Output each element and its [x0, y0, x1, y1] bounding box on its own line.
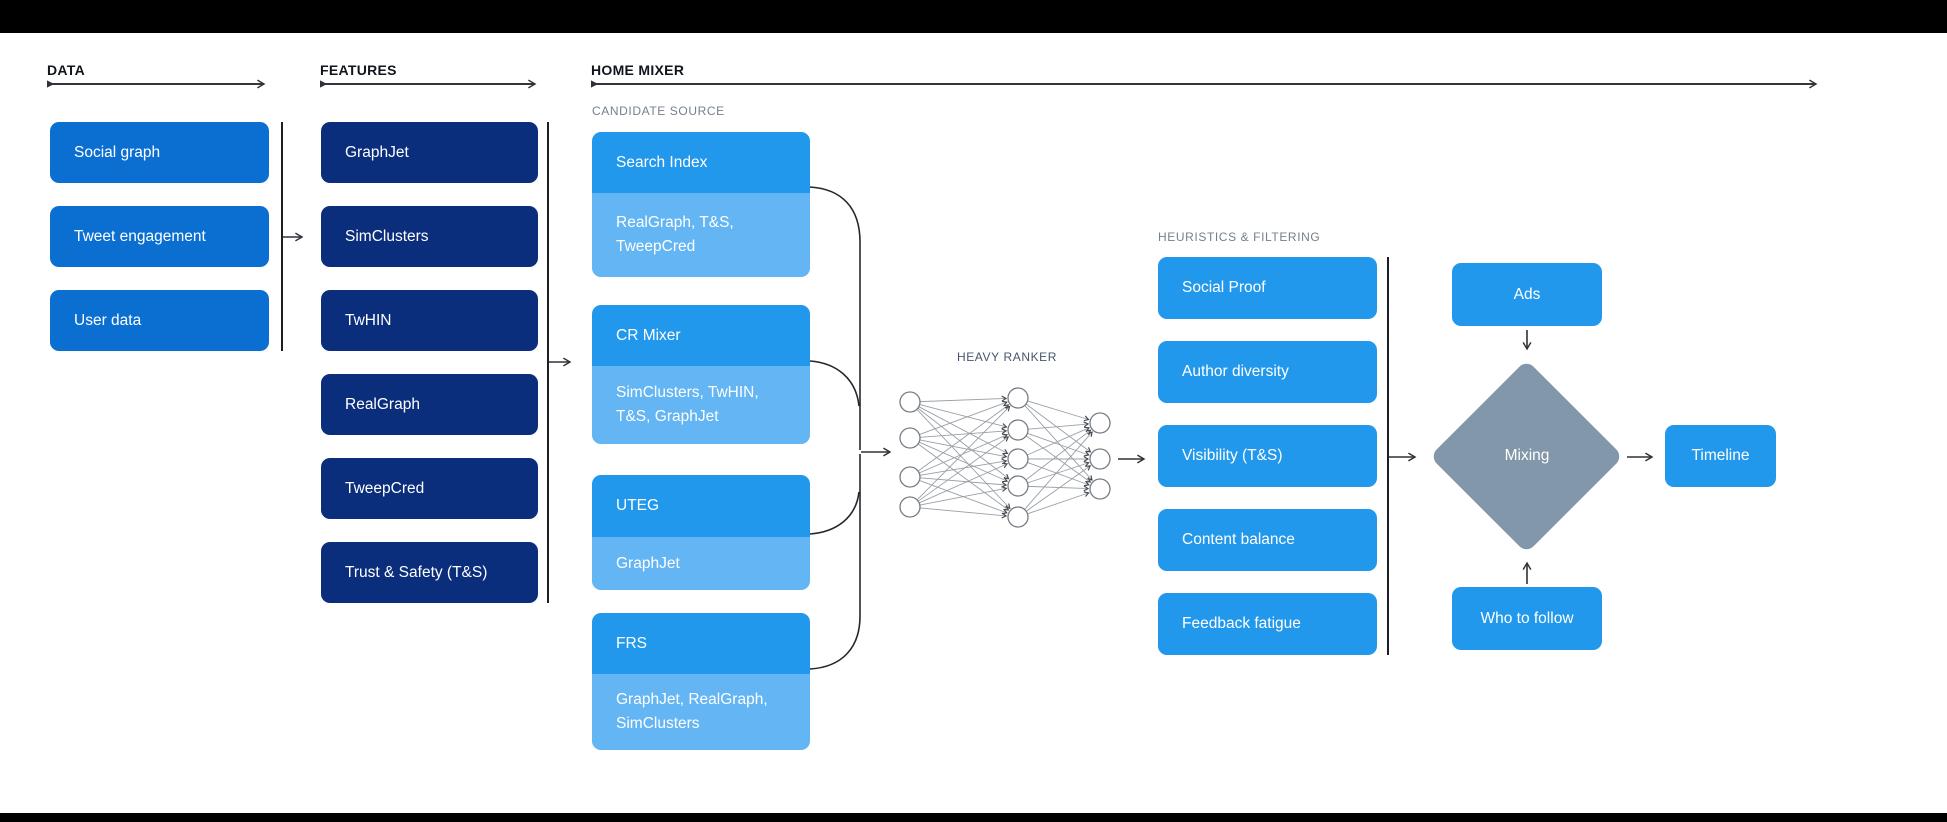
node-feedback-fatigue: Feedback fatigue — [1158, 593, 1377, 655]
connector-search-index — [809, 186, 861, 450]
node-frs-features: GraphJet, RealGraph, SimClusters — [592, 674, 810, 750]
node-simclusters: SimClusters — [321, 206, 538, 267]
nn-node — [1089, 448, 1111, 470]
nn-node — [1089, 412, 1111, 434]
nn-edge — [919, 480, 1008, 515]
nn-edge — [919, 404, 1008, 429]
nn-edge — [919, 507, 1008, 519]
nn-edge — [919, 428, 1008, 438]
node-cr-mixer: CR Mixer — [592, 305, 810, 366]
node-uteg: UTEG — [592, 475, 810, 537]
nn-edge — [1027, 432, 1090, 457]
nn-node — [899, 496, 921, 518]
nn-node — [899, 466, 921, 488]
nn-edge — [918, 406, 1009, 455]
node-timeline: Timeline — [1665, 425, 1776, 487]
nn-edge — [918, 462, 1009, 504]
label-candidate-source: CANDIDATE SOURCE — [592, 104, 725, 118]
connector-cr-mixer — [809, 360, 860, 407]
nn-edge — [1027, 461, 1090, 484]
nn-edge — [1027, 400, 1090, 422]
nn-edge — [1027, 485, 1090, 492]
node-search-index: Search Index — [592, 132, 810, 193]
nn-edge — [917, 407, 1010, 480]
nn-edge — [917, 443, 1010, 511]
node-social-graph: Social graph — [50, 122, 269, 183]
letterbox-top — [0, 0, 1947, 33]
nn-edge — [1025, 435, 1092, 483]
nn-edge — [919, 477, 1008, 488]
nn-edge — [916, 408, 1011, 510]
letterbox-bottom — [0, 813, 1947, 822]
nn-edge — [916, 405, 1011, 501]
nn-edge — [1027, 491, 1090, 515]
node-frs: FRS — [592, 613, 810, 674]
connector-frs — [809, 454, 861, 670]
nn-edge — [919, 458, 1008, 476]
nn-node — [1007, 506, 1029, 528]
nn-node — [1007, 475, 1029, 497]
nn-edge — [917, 436, 1010, 502]
nn-edge — [1025, 403, 1092, 453]
node-search-index-features: RealGraph, T&S, TweepCred — [592, 193, 810, 277]
nn-edge — [917, 404, 1010, 472]
nn-edge — [918, 441, 1009, 483]
nn-edge — [1025, 429, 1092, 481]
nn-node — [1007, 387, 1029, 409]
section-header-data: DATA — [47, 62, 86, 78]
nn-edge — [919, 395, 1008, 403]
label-heavy-ranker: HEAVY RANKER — [956, 350, 1058, 364]
section-header-features: FEATURES — [320, 62, 397, 78]
node-ads: Ads — [1452, 263, 1602, 326]
label-heuristics-filtering: HEURISTICS & FILTERING — [1158, 230, 1321, 244]
node-tweepcred: TweepCred — [321, 458, 538, 519]
node-twhin: TwHIN — [321, 290, 538, 351]
node-mixing-label: Mixing — [1504, 447, 1550, 464]
nn-node — [899, 391, 921, 413]
nn-edge — [919, 400, 1008, 435]
nn-edge — [1025, 465, 1092, 512]
node-social-proof: Social Proof — [1158, 257, 1377, 319]
nn-edge — [919, 439, 1008, 459]
node-realgraph: RealGraph — [321, 374, 538, 435]
heavy-ranker-network — [899, 387, 1111, 528]
nn-edge — [1026, 426, 1091, 456]
nn-node — [1007, 448, 1029, 470]
node-trust-safety: Trust & Safety (T&S) — [321, 542, 538, 603]
nn-edge — [919, 486, 1008, 506]
node-uteg-features: GraphJet — [592, 537, 810, 590]
node-who-to-follow: Who to follow — [1452, 587, 1602, 650]
nn-node — [1007, 419, 1029, 441]
nn-edge — [1024, 405, 1093, 481]
node-tweet-engagement: Tweet engagement — [50, 206, 269, 267]
section-header-home-mixer: HOME MIXER — [591, 62, 685, 78]
node-cr-mixer-features: SimClusters, TwHIN, T&S, GraphJet — [592, 366, 810, 444]
node-visibility: Visibility (T&S) — [1158, 425, 1377, 487]
connector-uteg — [809, 491, 860, 535]
nn-node — [1089, 478, 1111, 500]
nn-edge — [1024, 431, 1093, 510]
node-graphjet: GraphJet — [321, 122, 538, 183]
nn-edge — [1027, 462, 1090, 487]
nn-node — [899, 427, 921, 449]
node-author-diversity: Author diversity — [1158, 341, 1377, 403]
nn-edge — [918, 433, 1009, 474]
node-user-data: User data — [50, 290, 269, 351]
node-content-balance: Content balance — [1158, 509, 1377, 571]
nn-edge — [1027, 421, 1090, 430]
